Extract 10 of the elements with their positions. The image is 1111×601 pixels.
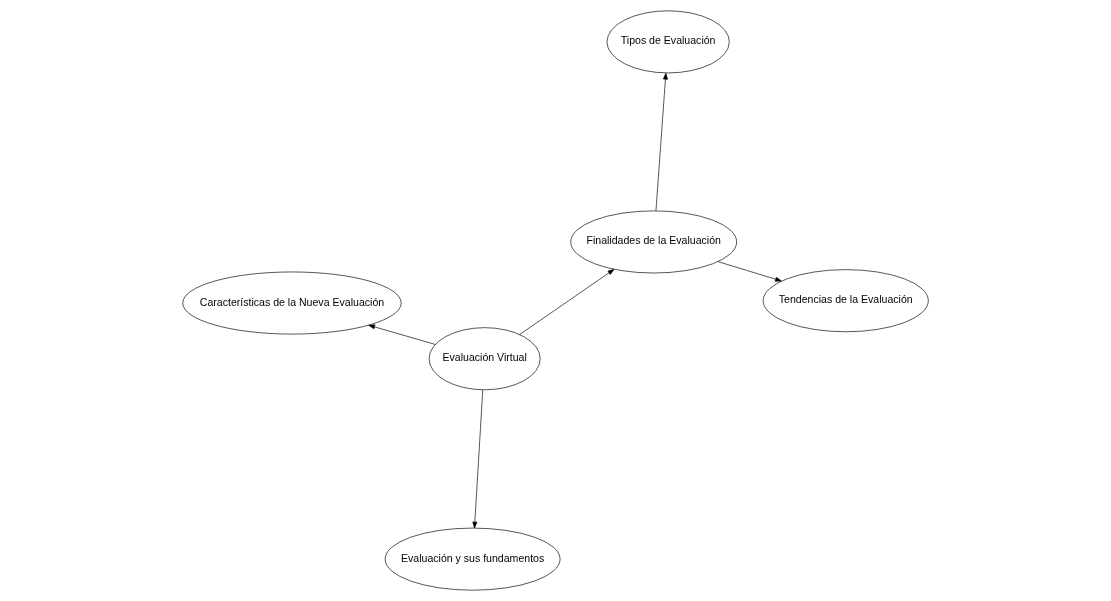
- node-ellipse: Evaluación Virtual: [428, 327, 541, 391]
- arrow: [655, 72, 668, 211]
- arrow: [368, 324, 436, 345]
- node-ellipse: Tipos de Evaluación: [606, 10, 730, 74]
- arrow: [717, 261, 782, 282]
- node-ellipse: Características de la Nueva Evaluación: [182, 271, 402, 335]
- node-ellipse: Tendencias de la Evaluación: [762, 269, 929, 333]
- arrow: [472, 389, 484, 529]
- arrow: [519, 269, 615, 335]
- node-ellipse: Evaluación y sus fundamentos: [384, 527, 561, 591]
